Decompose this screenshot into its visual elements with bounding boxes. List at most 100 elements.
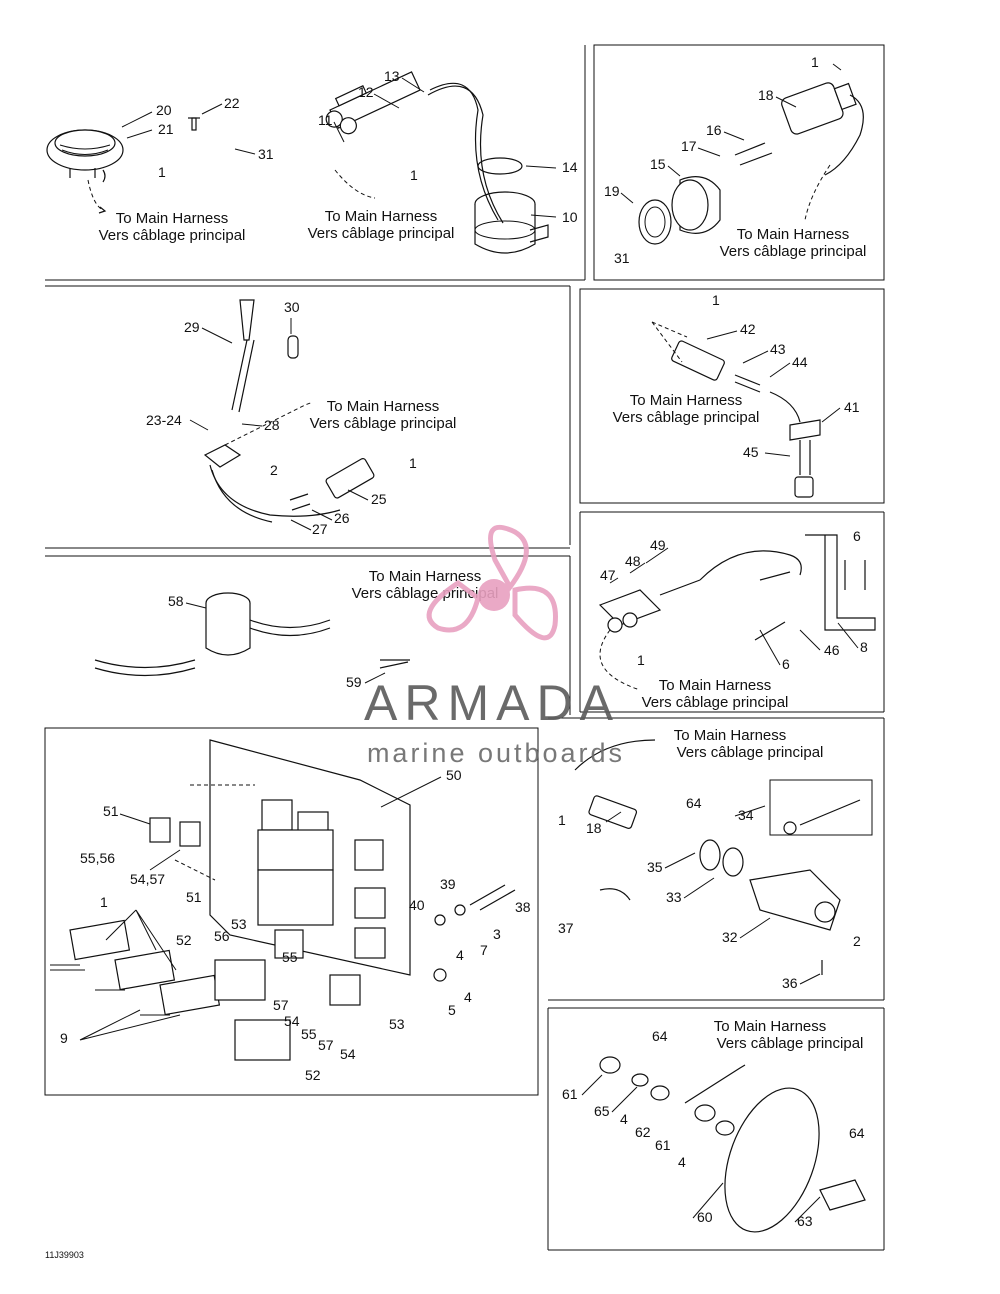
callout: 64 xyxy=(849,1125,865,1141)
harness-label-fr: Vers câblage principal xyxy=(613,409,760,426)
callout: 14 xyxy=(562,159,578,175)
callout: 1 xyxy=(712,292,720,308)
callout: 1 xyxy=(409,455,417,471)
harness-label-fr: Vers câblage principal xyxy=(677,744,824,761)
callout: 36 xyxy=(782,975,798,991)
harness-label-en: To Main Harness xyxy=(327,398,440,415)
harness-label-fr: Vers câblage principal xyxy=(99,227,246,244)
callout: 22 xyxy=(224,95,240,111)
callout: 34 xyxy=(738,807,754,823)
callout: 9 xyxy=(60,1030,68,1046)
gauge-connector-assembly xyxy=(638,82,864,245)
callout: 64 xyxy=(686,795,702,811)
callout: 16 xyxy=(706,122,722,138)
callout: 46 xyxy=(824,642,840,658)
callout: 55 xyxy=(301,1026,317,1042)
callout: 28 xyxy=(264,417,280,433)
callout: 37 xyxy=(558,920,574,936)
callout: 19 xyxy=(604,183,620,199)
callout: 31 xyxy=(258,146,274,162)
callout: 6 xyxy=(782,656,790,672)
callout: 13 xyxy=(384,68,400,84)
callout: 4 xyxy=(678,1154,686,1170)
callout: 4 xyxy=(456,947,464,963)
harness-label-fr: Vers câblage principal xyxy=(720,243,867,260)
callout: 38 xyxy=(515,899,531,915)
leader-lines xyxy=(79,63,859,1223)
harness-label-fr: Vers câblage principal xyxy=(310,415,457,432)
callout: 32 xyxy=(722,929,738,945)
callout: 7 xyxy=(480,942,488,958)
callout: 61 xyxy=(655,1137,671,1153)
callout: 18 xyxy=(586,820,602,836)
harness-label-en: To Main Harness xyxy=(630,392,743,409)
harness-label-fr: Vers câblage principal xyxy=(308,225,455,242)
callout: 23-24 xyxy=(146,412,182,428)
callout: 55 xyxy=(282,949,298,965)
callout: 48 xyxy=(625,553,641,569)
callout: 65 xyxy=(594,1103,610,1119)
panel-frames xyxy=(44,44,885,1251)
fuse-box-assembly xyxy=(50,739,516,1061)
callout: 47 xyxy=(600,567,616,583)
callout: 62 xyxy=(635,1124,651,1140)
callout: 21 xyxy=(158,121,174,137)
callout: 5 xyxy=(448,1002,456,1018)
callout: 33 xyxy=(666,889,682,905)
part-callouts: 20 21 22 31 1 13 12 11 1 14 10 1 18 16 1… xyxy=(60,54,868,1229)
callout: 25 xyxy=(371,491,387,507)
harness-label-en: To Main Harness xyxy=(659,677,772,694)
callout: 27 xyxy=(312,521,328,537)
callout: 26 xyxy=(334,510,350,526)
callout: 2 xyxy=(853,933,861,949)
callout: 64 xyxy=(652,1028,668,1044)
callout: 54 xyxy=(284,1013,300,1029)
callout: 35 xyxy=(647,859,663,875)
callout: 1 xyxy=(100,894,108,910)
harness-label-fr: Vers câblage principal xyxy=(642,694,789,711)
steering-assembly xyxy=(574,739,873,975)
harness-label-en: To Main Harness xyxy=(116,210,229,227)
callout: 56 xyxy=(214,928,230,944)
callout: 59 xyxy=(346,674,362,690)
watermark-tagline: marine outboards xyxy=(367,738,625,768)
trim-sender-assembly xyxy=(325,71,549,254)
callout: 4 xyxy=(620,1111,628,1127)
callout: 8 xyxy=(860,639,868,655)
callout: 18 xyxy=(758,87,774,103)
callout: 39 xyxy=(440,876,456,892)
harness-label-fr: Vers câblage principal xyxy=(352,585,499,602)
harness-label-en: To Main Harness xyxy=(369,568,482,585)
callout: 61 xyxy=(562,1086,578,1102)
callout: 54 xyxy=(340,1046,356,1062)
sender-assembly xyxy=(46,117,200,214)
callout: 55,56 xyxy=(80,850,115,866)
callout: 15 xyxy=(650,156,666,172)
callout: 40 xyxy=(409,897,425,913)
callout: 50 xyxy=(446,767,462,783)
callout: 20 xyxy=(156,102,172,118)
harness-label-fr: Vers câblage principal xyxy=(717,1035,864,1052)
bulkhead-assembly xyxy=(599,1056,866,1233)
harness-label-en: To Main Harness xyxy=(737,226,850,243)
callout: 42 xyxy=(740,321,756,337)
callout: 41 xyxy=(844,399,860,415)
callout: 1 xyxy=(558,812,566,828)
callout: 45 xyxy=(743,444,759,460)
callout: 60 xyxy=(697,1209,713,1225)
callout: 58 xyxy=(168,593,184,609)
switch-lead-assembly xyxy=(203,299,375,523)
harness-label-en: To Main Harness xyxy=(325,208,438,225)
callout: 51 xyxy=(103,803,119,819)
callout: 44 xyxy=(792,354,808,370)
callout: 1 xyxy=(811,54,819,70)
callout: 30 xyxy=(284,299,300,315)
callout: 57 xyxy=(318,1037,334,1053)
callout: 52 xyxy=(305,1067,321,1083)
armada-logo: ARMADA marine outboards xyxy=(364,525,625,768)
callout: 1 xyxy=(410,167,418,183)
callout: 49 xyxy=(650,537,666,553)
bracket-assembly xyxy=(598,534,876,691)
callout: 6 xyxy=(853,528,861,544)
